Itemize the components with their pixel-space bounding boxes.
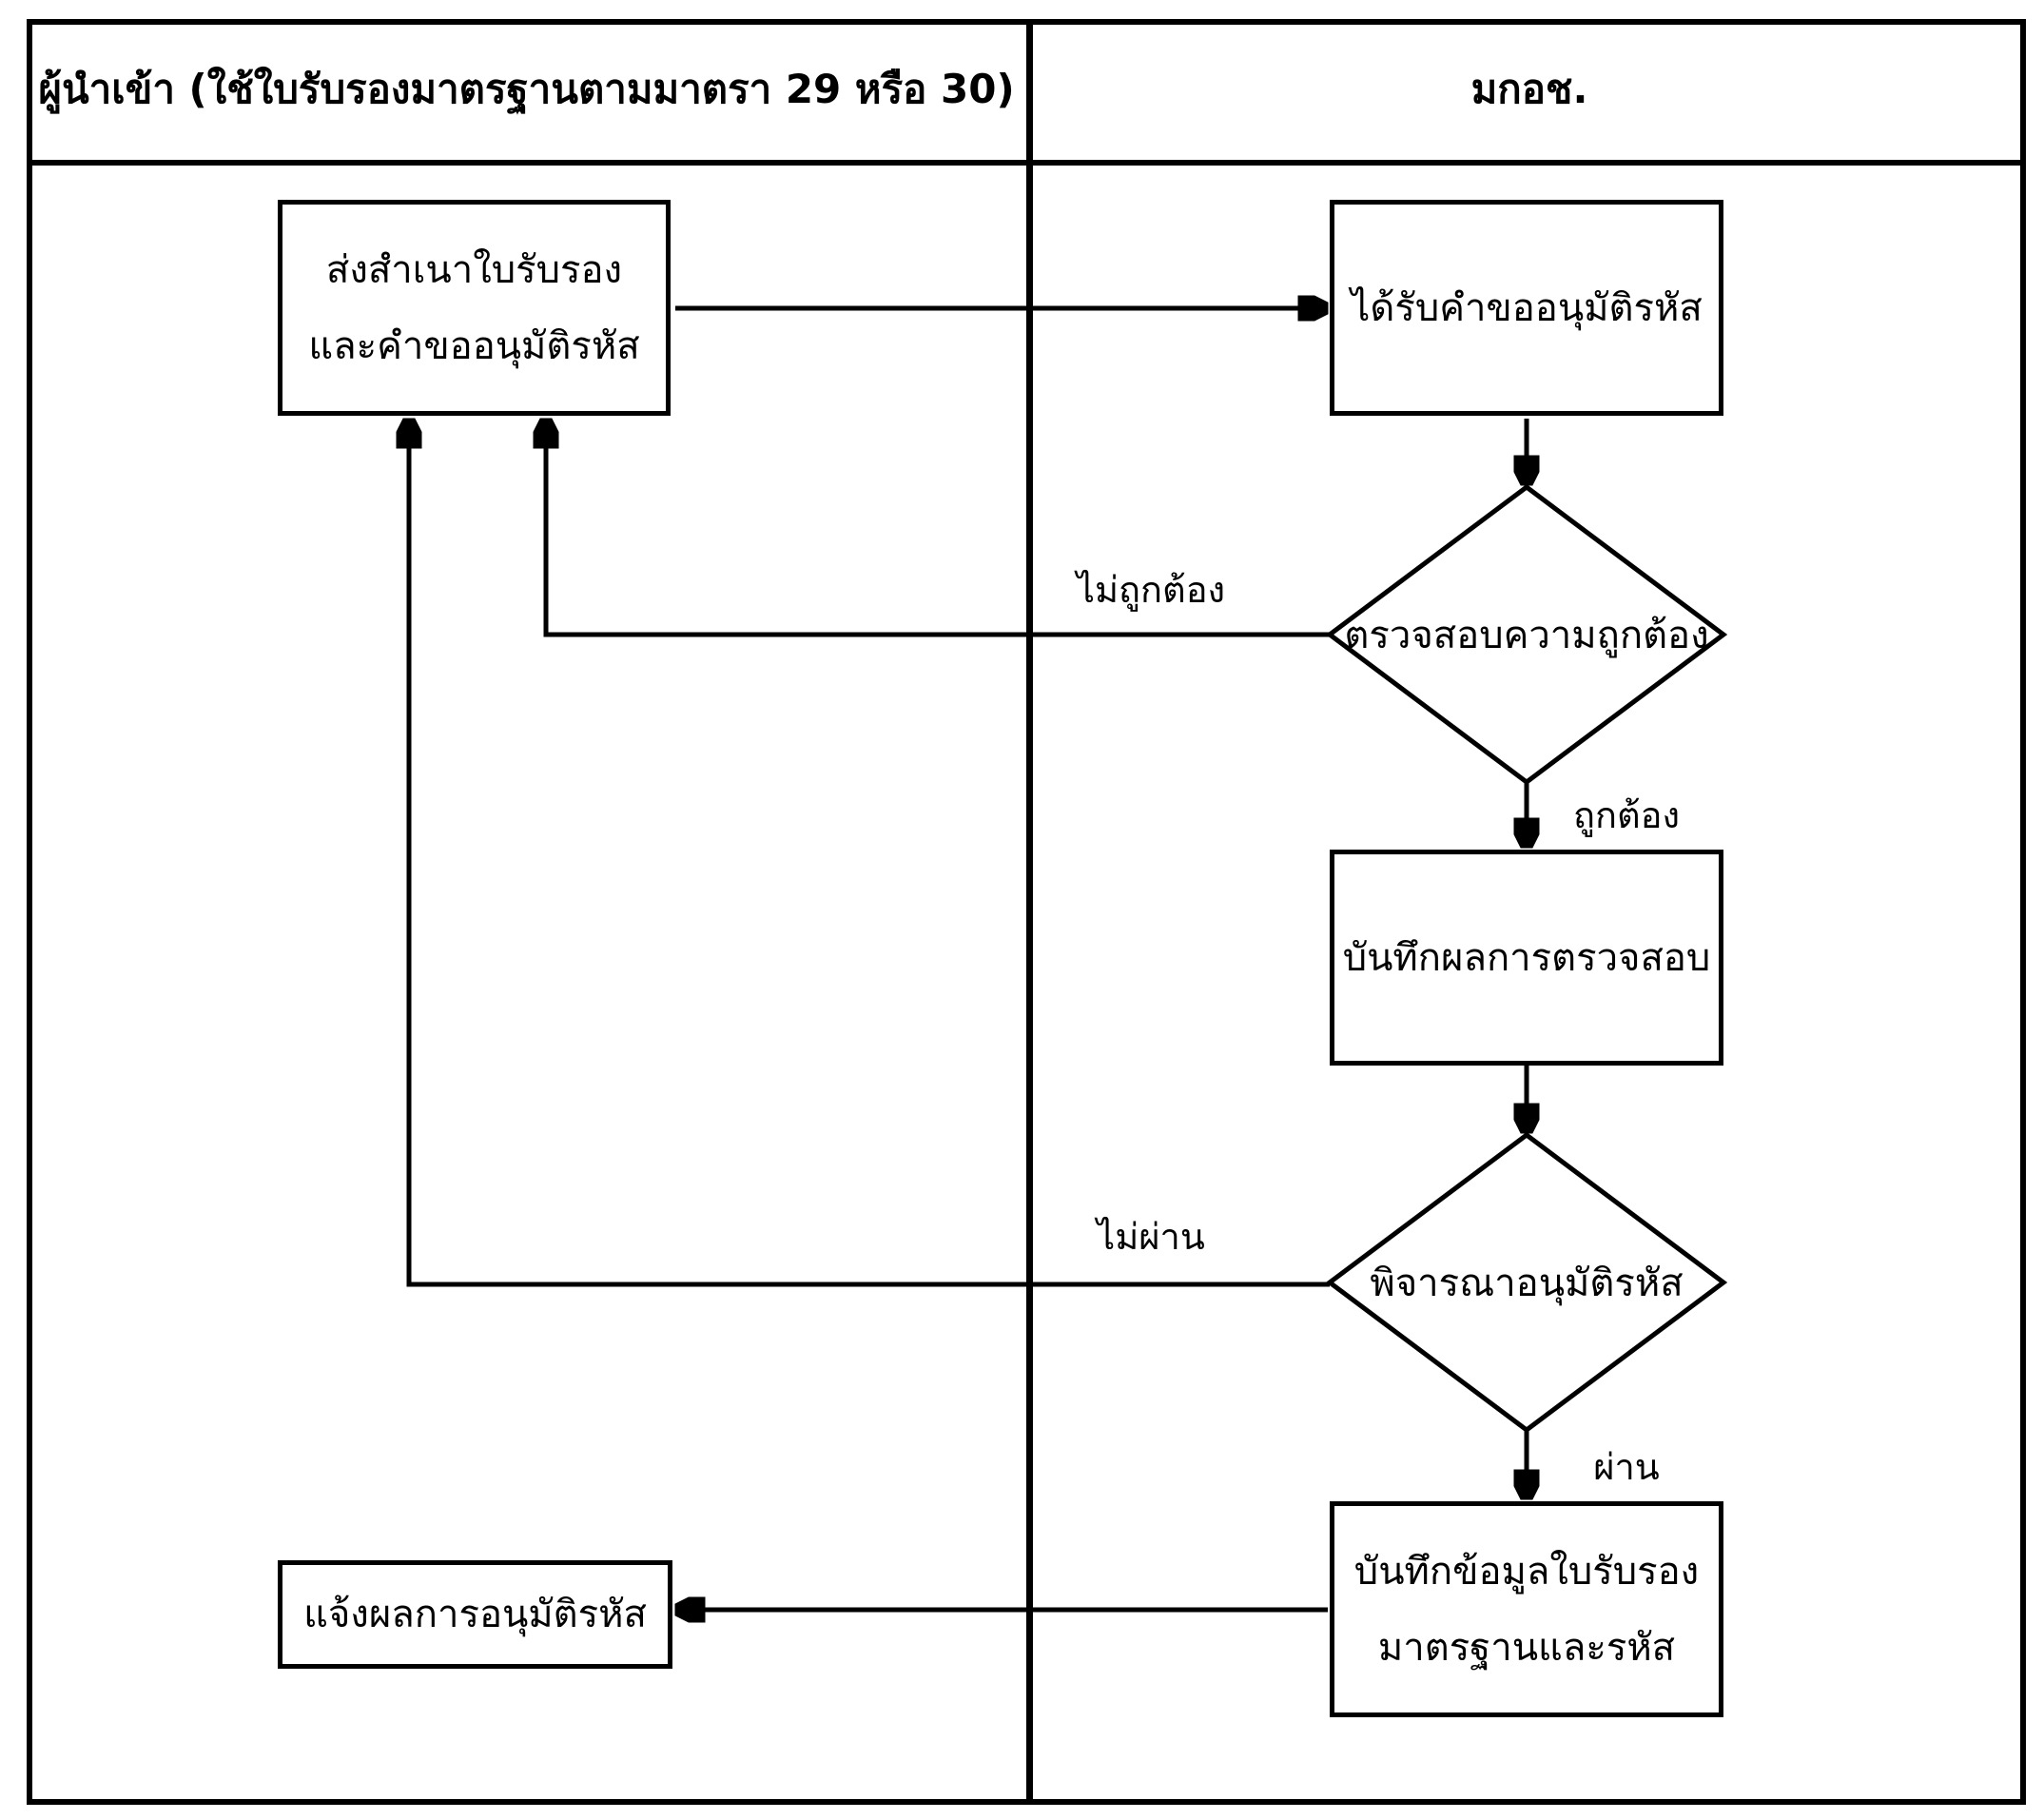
edge-label-incorrect: ไม่ถูกต้อง	[1076, 568, 1226, 611]
edge-label-not-pass: ไม่ผ่าน	[1097, 1215, 1205, 1258]
header-separator-line	[27, 160, 2026, 166]
lane-header-importer: ผู้นำเข้า (ใช้ใบรับรองมาตรฐานตามมาตรา 29…	[38, 65, 1015, 112]
lane-divider-line	[1026, 19, 1033, 1805]
node-text-line: และคำขออนุมัติรหัส	[308, 323, 640, 368]
node-receive-code-request: ได้รับคำขออนุมัติรหัส	[1330, 200, 1723, 416]
edge-label-pass: ผ่าน	[1593, 1445, 1660, 1488]
node-text-line: ส่งสำเนาใบรับรอง	[325, 247, 623, 292]
node-record-certificate-data: บันทึกข้อมูลใบรับรอง มาตรฐานและรหัส	[1330, 1501, 1723, 1717]
node-text-line: บันทึกผลการตรวจสอบ	[1342, 935, 1711, 980]
node-text-line: มาตรฐานและรหัส	[1377, 1625, 1676, 1670]
decision-check-correctness-label: ตรวจสอบความถูกต้อง	[1344, 614, 1709, 657]
node-text-line: บันทึกข้อมูลใบรับรอง	[1353, 1549, 1700, 1594]
node-text-line: แจ้งผลการอนุมัติรหัส	[303, 1593, 647, 1636]
node-record-check-result: บันทึกผลการตรวจสอบ	[1330, 850, 1723, 1066]
node-notify-approval-result: แจ้งผลการอนุมัติรหัส	[278, 1560, 672, 1669]
lane-header-acfs: มกอช.	[1470, 65, 1588, 112]
node-send-certificate-copy: ส่งสำเนาใบรับรอง และคำขออนุมัติรหัส	[278, 200, 671, 416]
node-text-line: ได้รับคำขออนุมัติรหัส	[1351, 285, 1703, 330]
edge-label-correct: ถูกต้อง	[1572, 793, 1681, 836]
decision-consider-approval-label: พิจารณาอนุมัติรหัส	[1370, 1262, 1684, 1305]
